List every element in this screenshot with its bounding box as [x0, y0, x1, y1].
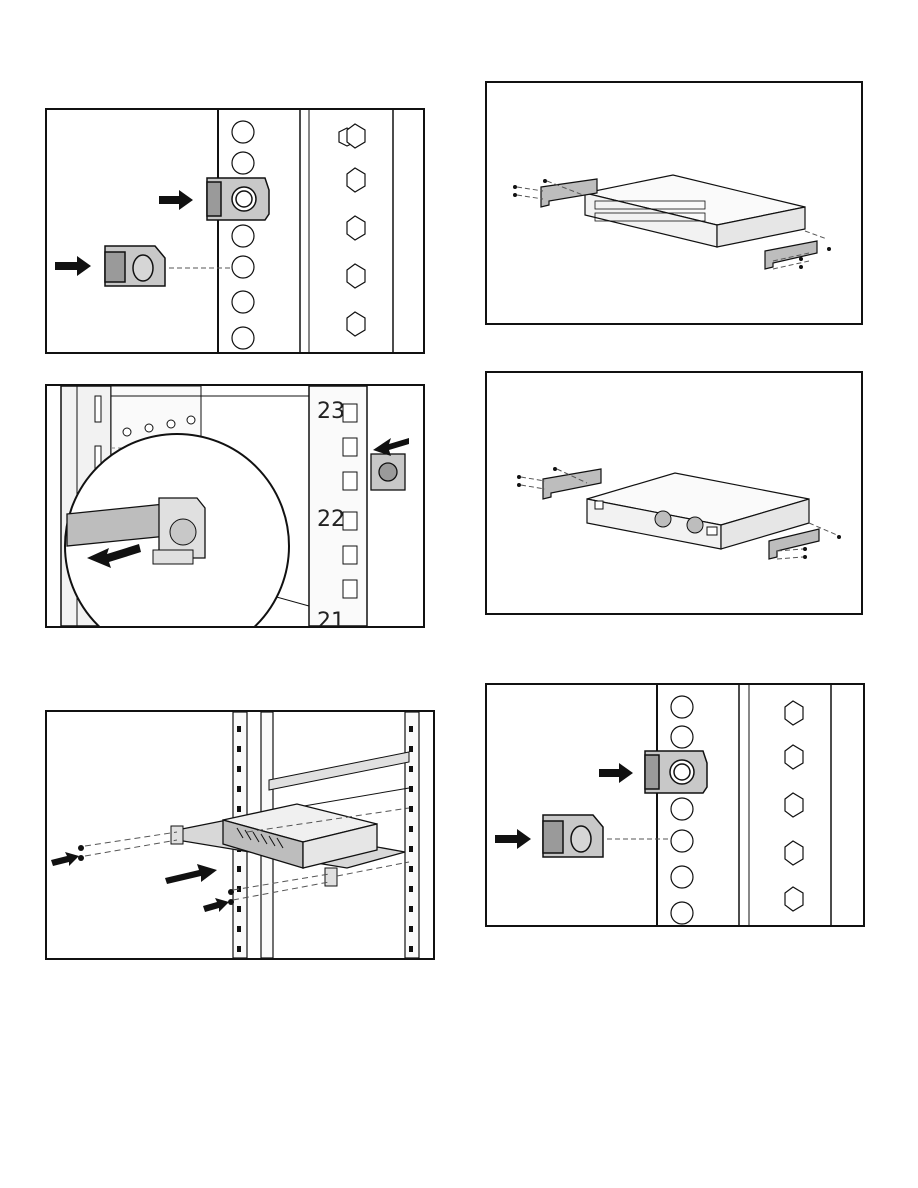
cage-nut-installed — [645, 751, 707, 793]
shelf-install-drawing — [47, 712, 433, 958]
rack-unit-label-23: 23 — [317, 399, 345, 424]
cage-nut-loose — [105, 246, 165, 286]
figure-front-brackets — [485, 81, 863, 325]
figure-cage-nut-insert-1 — [45, 108, 425, 354]
figure-cage-nut-removal: 23 22 21 — [45, 384, 425, 628]
front-brackets-drawing — [487, 83, 861, 323]
cage-nut-insert-1-drawing — [47, 110, 423, 352]
cage-nut-removal-drawing: 23 22 21 — [47, 386, 423, 626]
cage-nut-loose — [543, 815, 603, 857]
device-chassis — [587, 473, 809, 549]
rail-holes — [671, 696, 693, 924]
screws — [78, 845, 234, 905]
switch-chassis — [585, 175, 805, 247]
hex-holes — [339, 124, 365, 336]
rack-unit-label-21: 21 — [317, 609, 345, 626]
rail-holes — [232, 121, 254, 349]
cage-nut-right — [371, 454, 405, 490]
install-arrows — [51, 852, 229, 912]
cage-nut-installed — [207, 178, 269, 220]
cage-nut-insert-2-drawing — [487, 685, 863, 925]
figure-rear-brackets — [485, 371, 863, 615]
figure-cage-nut-insert-2 — [485, 683, 865, 927]
figure-shelf-install — [45, 710, 435, 960]
hex-holes — [785, 701, 803, 911]
rear-brackets-drawing — [487, 373, 861, 613]
rack-unit-label-22: 22 — [317, 507, 345, 532]
